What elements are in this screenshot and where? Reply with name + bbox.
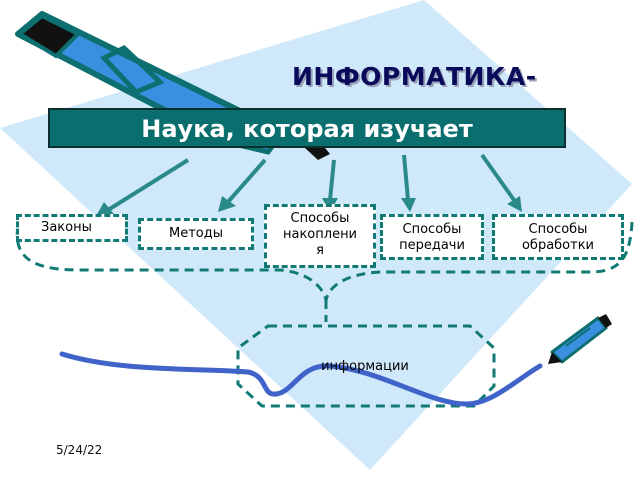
- small-pen-icon: [548, 314, 612, 364]
- box-laws-label: Законы: [41, 220, 92, 235]
- wave-line: [59, 351, 543, 407]
- box-transfer-line2: передачи: [399, 238, 465, 253]
- box-processing-line1: Способы: [528, 222, 588, 237]
- page-title: ИНФОРМАТИКА-: [292, 62, 537, 91]
- banner: Наука, которая изучает: [48, 108, 566, 148]
- box-methods: Методы: [138, 218, 254, 250]
- box-transfer: Способы передачи: [380, 214, 484, 260]
- box-storage: Способы накоплени я: [264, 204, 376, 268]
- box-storage-line1: Способы: [290, 211, 350, 226]
- date-label: 5/24/22: [56, 443, 103, 457]
- bottom-label: информации: [321, 359, 409, 374]
- box-methods-label: Методы: [169, 226, 223, 241]
- bottom-container: [236, 324, 496, 408]
- box-storage-line3: я: [316, 243, 324, 258]
- arrows: [96, 153, 522, 216]
- box-storage-line2: накоплени: [282, 227, 358, 242]
- box-processing: Способы обработки: [492, 214, 624, 260]
- box-processing-line2: обработки: [521, 238, 595, 253]
- box-transfer-line1: Способы: [402, 222, 462, 237]
- box-laws: Законы: [16, 214, 128, 242]
